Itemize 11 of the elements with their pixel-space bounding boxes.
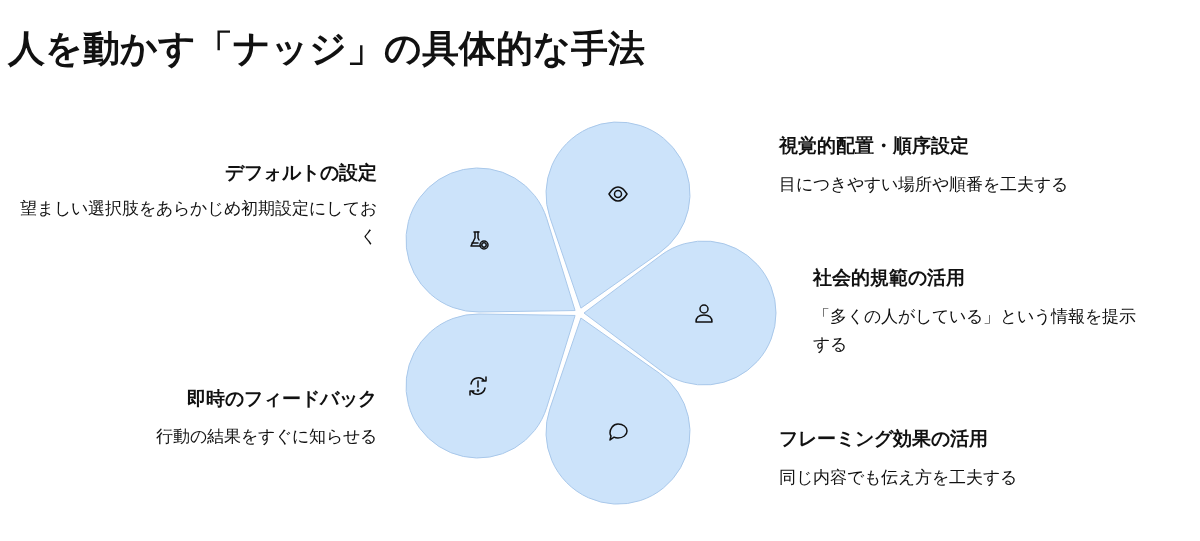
heading: 即時のフィードバック [186, 386, 377, 411]
heading: 視覚的配置・順序設定 [779, 133, 970, 158]
heading: デフォルトの設定 [224, 160, 377, 185]
heading: フレーミング効果の活用 [779, 426, 989, 451]
description: 「多くの人がしている」という情報を提示する [813, 306, 1137, 356]
description: 行動の結果をすぐに知らせる [155, 426, 377, 448]
description: 目につきやすい場所や順番を工夫する [779, 174, 1069, 196]
heading: 社会的規範の活用 [813, 265, 966, 290]
description: 同じ内容でも伝え方を工夫する [779, 467, 1018, 489]
description: 望ましい選択肢をあらかじめ初期設定にしておく [19, 198, 377, 248]
title: 人を動かす「ナッジ」の具体的な手法 [8, 26, 645, 72]
